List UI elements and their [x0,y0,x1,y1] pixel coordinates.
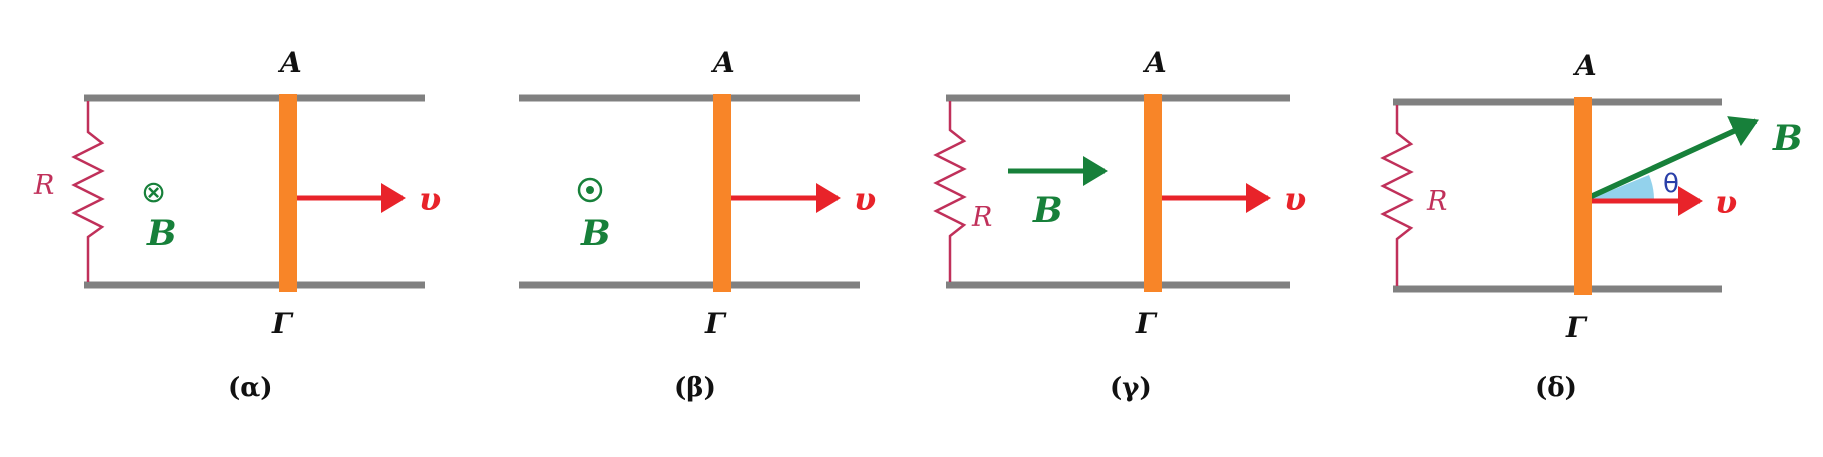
bottom-point-label: Γ [1135,307,1158,340]
conducting-rod [279,94,297,292]
field-label: B [146,213,177,254]
resistor [1380,105,1414,286]
panel-caption: (α) [228,373,273,403]
field-arrow [1588,116,1760,200]
conducting-rod [713,94,731,292]
angle-arc [1590,175,1654,199]
field-label: B [1032,190,1063,231]
bottom-point-label: Γ [1565,311,1588,344]
angle-label: θ [1663,169,1679,199]
panel-caption: (δ) [1535,373,1577,403]
velocity-label: υ [854,180,876,218]
field-label: B [1772,118,1803,159]
resistor-label: R [971,202,992,233]
panel-caption: (β) [674,373,716,403]
panel-caption: (γ) [1110,373,1152,403]
top-point-label: A [277,46,302,79]
resistor-label: R [1426,186,1447,217]
panel-gamma: R B υ A Γ (γ) [933,46,1306,403]
velocity-label: υ [419,180,441,218]
resistor-label: R [33,170,54,201]
velocity-label: υ [1284,180,1306,218]
top-point-label: A [1142,46,1167,79]
field-into-page-icon: ⊗ [141,175,166,210]
resistor [933,101,967,282]
panel-delta: R θ B υ A Γ (δ) [1380,49,1803,403]
bottom-point-label: Γ [704,307,727,340]
panel-alpha: R ⊗ B υ A Γ (α) [33,46,441,403]
field-label: B [580,213,611,254]
resistor [71,101,105,282]
velocity-label: υ [1715,183,1737,221]
panel-beta: B υ A Γ (β) [519,46,876,403]
top-point-label: A [1572,49,1597,82]
conducting-rod [1144,94,1162,292]
bottom-point-label: Γ [271,307,294,340]
conducting-rod [1574,97,1592,295]
top-point-label: A [710,46,735,79]
field-out-of-page-icon [577,177,603,203]
